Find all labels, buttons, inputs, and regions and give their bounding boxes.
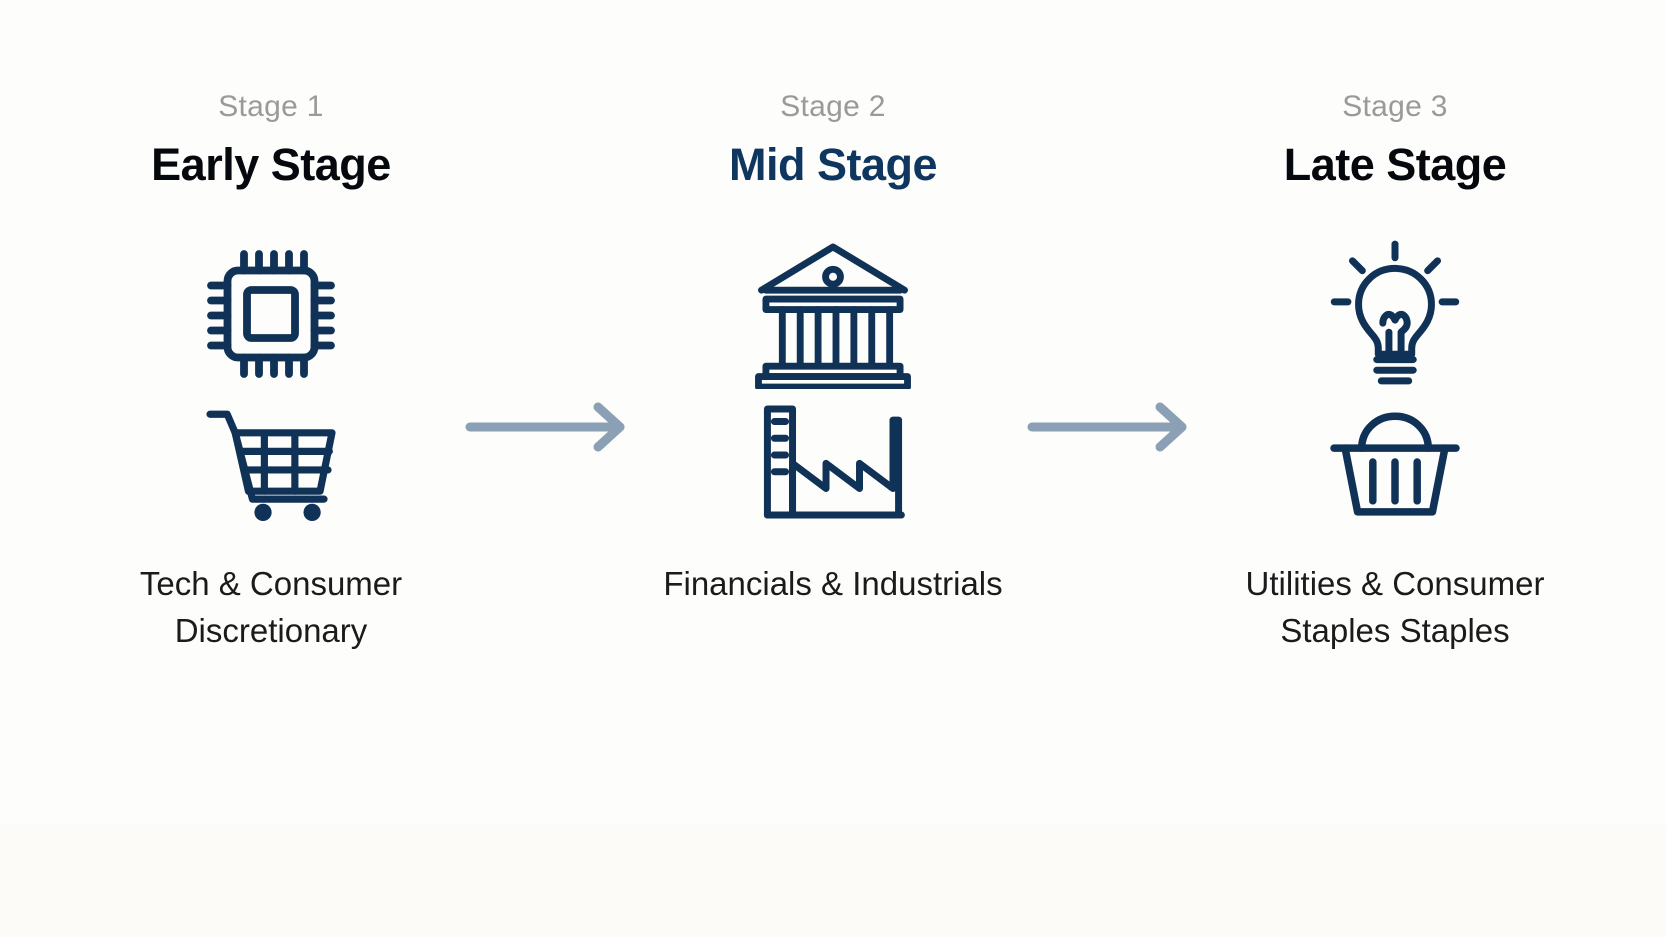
stage-title: Early Stage — [151, 139, 391, 190]
bottom-band — [0, 825, 1666, 937]
stage-caption: Tech & Consumer Discretionary — [139, 565, 403, 649]
stage-icon-stack — [191, 239, 351, 525]
stage-card-late: Stage 3 Late Stage — [1209, 0, 1581, 655]
cpu-chip-icon — [191, 239, 351, 389]
stage-card-early: Stage 1 Early Stage — [85, 0, 457, 655]
stage-icon-stack — [753, 239, 913, 525]
stage-card-mid: Stage 2 Mid Stage — [647, 0, 1019, 608]
stage-eyebrow: Stage 1 — [218, 90, 324, 123]
stage-caption: Financials & Industrials — [663, 565, 1003, 602]
stage-title: Mid Stage — [728, 139, 938, 190]
arrow-stage1-to-stage2 — [457, 0, 647, 454]
bank-building-icon — [753, 239, 913, 389]
stage-title: Late Stage — [1283, 139, 1507, 190]
stage-caption: Utilities & Consumer Staples Staples — [1245, 565, 1545, 649]
stage-eyebrow: Stage 3 — [1342, 90, 1448, 123]
stage-eyebrow: Stage 2 — [780, 90, 886, 123]
stage-icon-stack — [1315, 239, 1475, 525]
factory-icon — [753, 399, 913, 525]
arrow-stage2-to-stage3 — [1019, 0, 1209, 454]
lightbulb-icon — [1315, 239, 1475, 389]
stage-flow: Stage 1 Early Stage — [85, 0, 1581, 655]
shopping-cart-icon — [191, 399, 351, 525]
shopping-basket-icon — [1315, 399, 1475, 525]
